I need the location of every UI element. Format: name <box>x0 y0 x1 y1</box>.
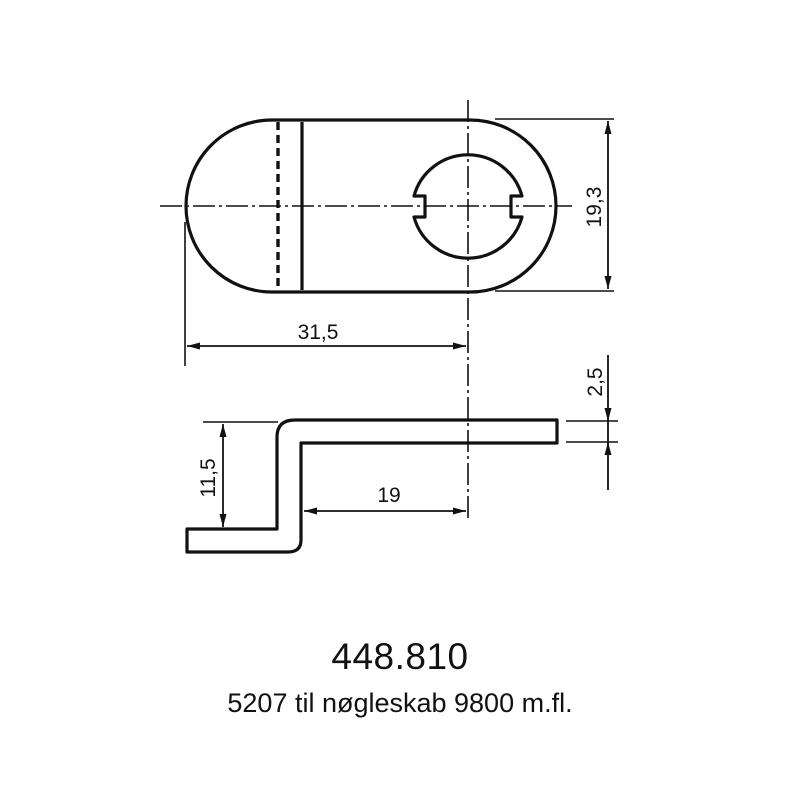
dim-19-3-label: 19,3 <box>583 187 606 228</box>
dim-19-3-arrow-bottom <box>604 276 612 289</box>
top-view: 19,3 31,5 <box>160 100 614 522</box>
side-profile-outline <box>185 418 559 554</box>
dim-11-5-label: 11,5 <box>197 458 220 497</box>
dim-19-arrow-left <box>304 507 317 515</box>
dim-11-5-arrow-top <box>219 424 227 437</box>
part-description: 5207 til nøgleskab 9800 m.fl. <box>227 688 573 718</box>
dim-11-5-arrow-bottom <box>219 514 227 527</box>
dim-31-5-label: 31,5 <box>298 321 339 344</box>
top-view-outline <box>184 118 558 294</box>
dim-19-arrow-right <box>453 507 466 515</box>
dim-2-5-arrow-top <box>604 408 612 421</box>
dim-2-5-label: 2,5 <box>584 367 607 396</box>
dim-19-3-arrow-top <box>604 121 612 134</box>
dim-31-5-arrow-right <box>453 342 466 350</box>
side-view: 11,5 19 2,5 <box>185 355 618 554</box>
part-number: 448.810 <box>331 636 469 677</box>
dim-31-5-arrow-left <box>187 342 200 350</box>
keyed-hole <box>412 153 524 260</box>
dim-19-label: 19 <box>377 484 400 507</box>
dim-2-5-arrow-bottom <box>604 442 612 455</box>
